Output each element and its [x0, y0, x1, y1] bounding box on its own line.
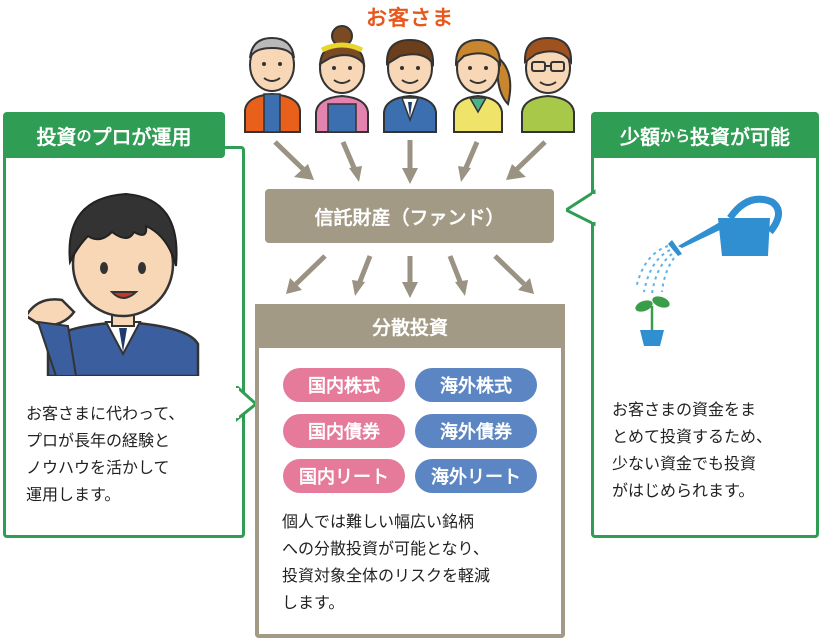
diversification-text: 個人では難しい幅広い銘柄 への分散投資が可能となり、 投資対象全体のリスクを軽減… — [282, 508, 552, 616]
customer-woman-ponytail-icon — [453, 38, 512, 133]
left-tab-part-1: 投資 — [36, 124, 77, 149]
customer-woman-bun-icon — [315, 25, 369, 133]
right-tab-part-3: 投資が可能 — [690, 124, 790, 149]
customer-elderly-man-icon — [244, 36, 301, 133]
left-panel-text: お客さまに代わって、 プロが長年の経験と ノウハウを活かして 運用します。 — [26, 400, 232, 508]
right-tab-part-2: から — [659, 126, 690, 145]
right-panel-tab: 少額 から 投資が可能 — [591, 112, 819, 158]
fund-manager-icon — [28, 192, 200, 376]
left-text-line: プロが長年の経験と — [26, 431, 171, 450]
right-text-line: 少ない資金でも投資 — [612, 454, 757, 473]
diversification-text-line: 投資対象全体のリスクを軽減 — [282, 566, 491, 585]
right-text-line: お客さまの資金をま — [612, 400, 757, 419]
diversification-text-line: します。 — [282, 593, 345, 612]
asset-foreign-stocks: 海外株式 — [415, 368, 537, 402]
right-text-line: がはじめられます。 — [612, 481, 755, 500]
watering-can-icon — [635, 195, 782, 346]
trust-property-box: 信託財産（ファンド） — [265, 189, 554, 243]
left-text-line: 運用します。 — [26, 485, 121, 504]
left-text-line: ノウハウを活かして — [26, 458, 170, 477]
diversification-text-line: 個人では難しい幅広い銘柄 — [282, 512, 475, 531]
asset-domestic-bonds: 国内債券 — [283, 414, 405, 448]
left-tab-part-3: プロが運用 — [91, 124, 192, 149]
right-panel-text: お客さまの資金をま とめて投資するため、 少ない資金でも投資 がはじめられます。 — [612, 396, 808, 504]
customer-man-glasses-icon — [521, 36, 575, 133]
right-text-line: とめて投資するため、 — [612, 427, 773, 446]
asset-domestic-stocks: 国内株式 — [283, 368, 405, 402]
diversification-title: 分散投資 — [255, 304, 565, 348]
left-text-line: お客さまに代わって、 — [26, 404, 185, 423]
right-tab-part-1: 少額 — [619, 124, 660, 149]
left-panel-tab: 投資 の プロが運用 — [3, 112, 225, 158]
customer-man-suit-icon — [383, 38, 437, 133]
right-callout-pointer — [566, 189, 596, 227]
asset-domestic-reits: 国内リート — [283, 459, 405, 493]
diversification-text-line: への分散投資が可能となり、 — [282, 539, 489, 558]
arrows-to-fund — [273, 140, 547, 172]
arrows-to-diversification — [294, 254, 526, 286]
left-callout-pointer — [236, 386, 259, 422]
left-tab-part-2: の — [76, 126, 92, 145]
customers-title: お客さま — [366, 6, 454, 30]
asset-foreign-bonds: 海外債券 — [415, 414, 537, 448]
asset-foreign-reits: 海外リート — [415, 459, 537, 493]
